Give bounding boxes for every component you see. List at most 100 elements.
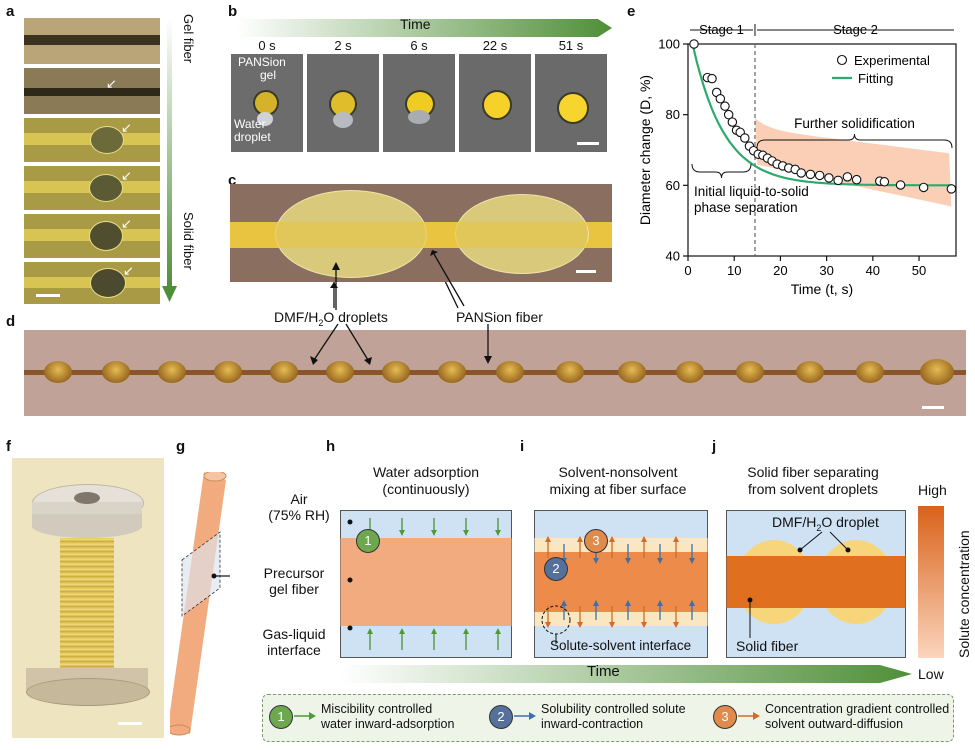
plot-frame bbox=[687, 43, 957, 257]
gel-fiber-label: Gel fiber bbox=[181, 14, 196, 64]
data-point bbox=[851, 174, 862, 185]
data-point bbox=[715, 94, 726, 104]
diffusion-arrow-head bbox=[545, 536, 551, 542]
strip-4: ↙ bbox=[24, 166, 160, 210]
frame-photo-0 bbox=[231, 54, 303, 152]
panel-label-d: d bbox=[6, 313, 16, 330]
strip-1 bbox=[24, 18, 160, 64]
frame-photo-4 bbox=[535, 54, 607, 152]
droplet-bead bbox=[920, 359, 954, 385]
solid-fiber-label: Solid fiber bbox=[181, 212, 196, 270]
adsorption-arrow-head bbox=[367, 628, 373, 634]
frame-time-2: 6 s bbox=[410, 38, 428, 53]
droplet-bead bbox=[438, 361, 466, 383]
data-point bbox=[895, 180, 906, 190]
x-tick-label: 40 bbox=[866, 263, 880, 278]
badge-1-icon: 1 bbox=[356, 529, 380, 553]
legend-arrow-2-icon bbox=[514, 712, 536, 720]
panel-c-fiber-pointer bbox=[430, 250, 465, 307]
adsorption-arrow-head bbox=[495, 530, 501, 536]
x-tick-label: 10 bbox=[727, 263, 741, 278]
droplet-bead bbox=[496, 361, 524, 383]
experimental-points bbox=[689, 39, 957, 194]
strip-6: ↙ bbox=[24, 262, 160, 304]
panel-i-diagram bbox=[534, 510, 708, 658]
bottom-time-arrow bbox=[340, 665, 912, 683]
x-tick-label: 50 bbox=[912, 263, 926, 278]
droplet-bead bbox=[556, 361, 584, 383]
annotation-initial-2: phase separation bbox=[694, 200, 798, 215]
strip-3: ↙ bbox=[24, 118, 160, 162]
panel-label-j: j bbox=[712, 438, 717, 455]
y-tick-label: 40 bbox=[666, 249, 680, 264]
y-tick-label: 100 bbox=[658, 37, 680, 52]
data-point bbox=[946, 184, 957, 194]
frame-time-4: 51 s bbox=[558, 38, 584, 53]
colorbar-high: High bbox=[918, 482, 947, 498]
adsorption-arrow-head bbox=[431, 530, 437, 536]
frame-time-1: 2 s bbox=[334, 38, 352, 53]
contraction-arrow-head bbox=[593, 558, 599, 564]
data-point bbox=[833, 175, 843, 186]
bottom-time-label: Time bbox=[587, 663, 620, 680]
panel-label-a: a bbox=[6, 3, 15, 20]
diffusion-arrow-head bbox=[609, 622, 615, 628]
annotation-initial-1: Initial liquid-to-solid bbox=[694, 184, 809, 199]
data-point bbox=[796, 168, 806, 178]
contraction-arrow-head bbox=[657, 558, 663, 564]
panel-label-i: i bbox=[520, 438, 525, 455]
droplet-bead bbox=[676, 361, 704, 383]
badge-3-icon: 3 bbox=[584, 529, 608, 553]
panel-f-photo bbox=[12, 458, 164, 738]
further-brace bbox=[756, 133, 953, 149]
x-tick-label: 20 bbox=[773, 263, 787, 278]
droplet-bead bbox=[382, 361, 410, 383]
data-point bbox=[842, 172, 853, 182]
badge-2-icon: 2 bbox=[544, 557, 568, 581]
data-point bbox=[720, 101, 730, 111]
stage-1-label: Stage 1 bbox=[699, 22, 744, 37]
panel-label-c: c bbox=[228, 172, 237, 189]
contraction-arrow-head bbox=[625, 600, 631, 606]
diffusion-arrow-head bbox=[577, 536, 583, 542]
colorbar-low: Low bbox=[918, 666, 944, 682]
legend-badge-1: 1 bbox=[269, 705, 293, 729]
droplet-bead bbox=[270, 361, 298, 383]
solute-solvent-interface-label: Solute-solvent interface bbox=[550, 638, 692, 653]
air-label: Air(75% RH) bbox=[268, 491, 330, 523]
data-point bbox=[814, 170, 825, 181]
x-axis-label: Time (t, s) bbox=[791, 281, 853, 297]
frame-time-3: 22 s bbox=[482, 38, 508, 53]
diffusion-arrow-head bbox=[609, 536, 615, 542]
droplet-bead bbox=[796, 361, 824, 383]
legend-label-experimental: Experimental bbox=[854, 53, 930, 68]
contraction-arrow-head bbox=[689, 558, 695, 564]
panel-label-e: e bbox=[627, 3, 636, 20]
panel-label-h: h bbox=[326, 438, 336, 455]
colorbar-label: Solute concentration bbox=[956, 530, 972, 658]
droplet-bead bbox=[736, 361, 764, 383]
adsorption-arrow-head bbox=[463, 530, 469, 536]
y-axis-label: Diameter change (D, %) bbox=[637, 75, 653, 225]
stage-2-label: Stage 2 bbox=[833, 22, 878, 37]
panel-d-pointers bbox=[310, 323, 492, 365]
contraction-arrow-head bbox=[625, 558, 631, 564]
diffusion-arrow-head bbox=[641, 536, 647, 542]
panel-b-time-arrow bbox=[236, 19, 612, 37]
droplets-label: DMF/H2O droplets bbox=[274, 309, 388, 328]
data-point bbox=[689, 39, 699, 49]
legend-label-fitting: Fitting bbox=[858, 71, 893, 86]
diffusion-arrow-head bbox=[577, 622, 583, 628]
droplet-bead bbox=[214, 361, 242, 383]
panel-g-fiber bbox=[170, 472, 230, 736]
frame-time-0: 0 s bbox=[258, 38, 276, 53]
